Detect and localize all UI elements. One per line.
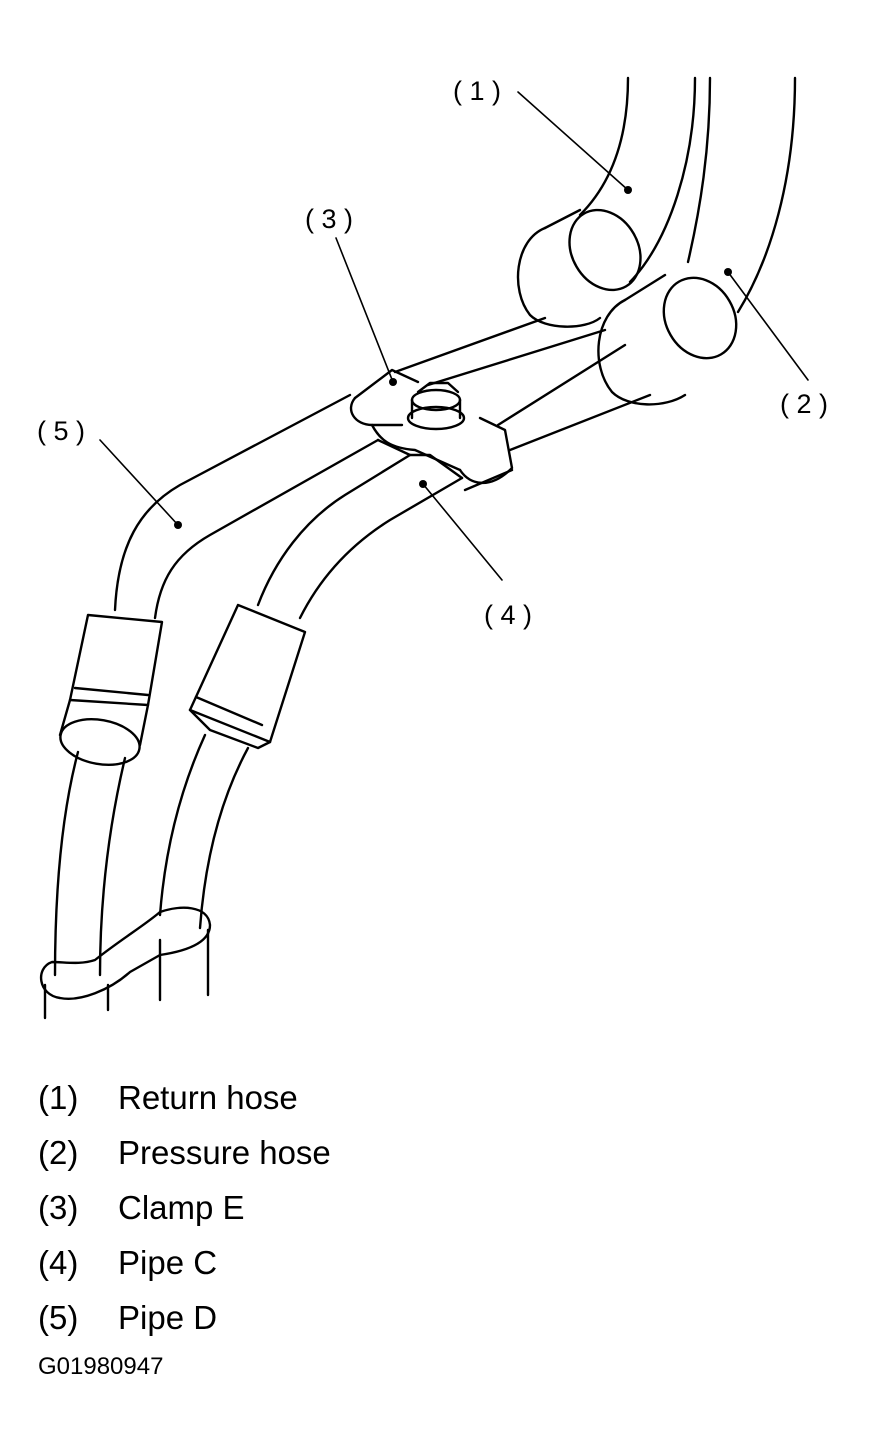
tube-bracket [39, 906, 212, 1020]
pipe-c-fitting [188, 603, 307, 750]
pressure-hose-fitting [597, 273, 738, 406]
lower-tubes [53, 733, 250, 977]
pipe-c [256, 453, 464, 620]
pipe-d [113, 393, 380, 620]
callout-4: ( 4 ) [484, 600, 532, 630]
hose-pipe-diagram: ( 1 ) ( 2 ) ( 3 ) ( 4 ) ( 5 ) [37, 76, 828, 1020]
legend-number: (5) [38, 1299, 79, 1336]
legend-label: Pipe C [118, 1244, 218, 1281]
legend-item: (4) Pipe C [38, 1235, 331, 1290]
pipe-d-fitting [58, 613, 164, 766]
callout-1: ( 1 ) [453, 76, 501, 106]
return-hose-fitting [516, 208, 642, 328]
callout-2: ( 2 ) [780, 389, 828, 419]
legend-number: (3) [38, 1189, 79, 1226]
legend-number: (2) [38, 1134, 79, 1171]
legend: (1) Return hose (2) Pressure hose (3) Cl… [38, 1070, 331, 1345]
legend-label: Return hose [118, 1079, 298, 1116]
legend-label: Pipe D [118, 1299, 218, 1336]
legend-label: Pressure hose [118, 1134, 331, 1171]
legend-item: (2) Pressure hose [38, 1125, 331, 1180]
legend-number: (4) [38, 1244, 79, 1281]
legend-item: (3) Clamp E [38, 1180, 331, 1235]
legend-item: (1) Return hose [38, 1070, 331, 1125]
callout-3: ( 3 ) [305, 204, 353, 234]
clamp-e [349, 368, 514, 492]
callout-5: ( 5 ) [37, 416, 85, 446]
legend-number: (1) [38, 1079, 79, 1116]
leader-lines [99, 91, 809, 581]
pressure-hose [686, 76, 797, 314]
leader-dots [174, 186, 732, 529]
legend-item: (5) Pipe D [38, 1290, 331, 1345]
figure-code: G01980947 [38, 1353, 164, 1380]
return-hose [578, 76, 697, 284]
pipe-upper-run [393, 316, 652, 452]
legend-label: Clamp E [118, 1189, 245, 1226]
